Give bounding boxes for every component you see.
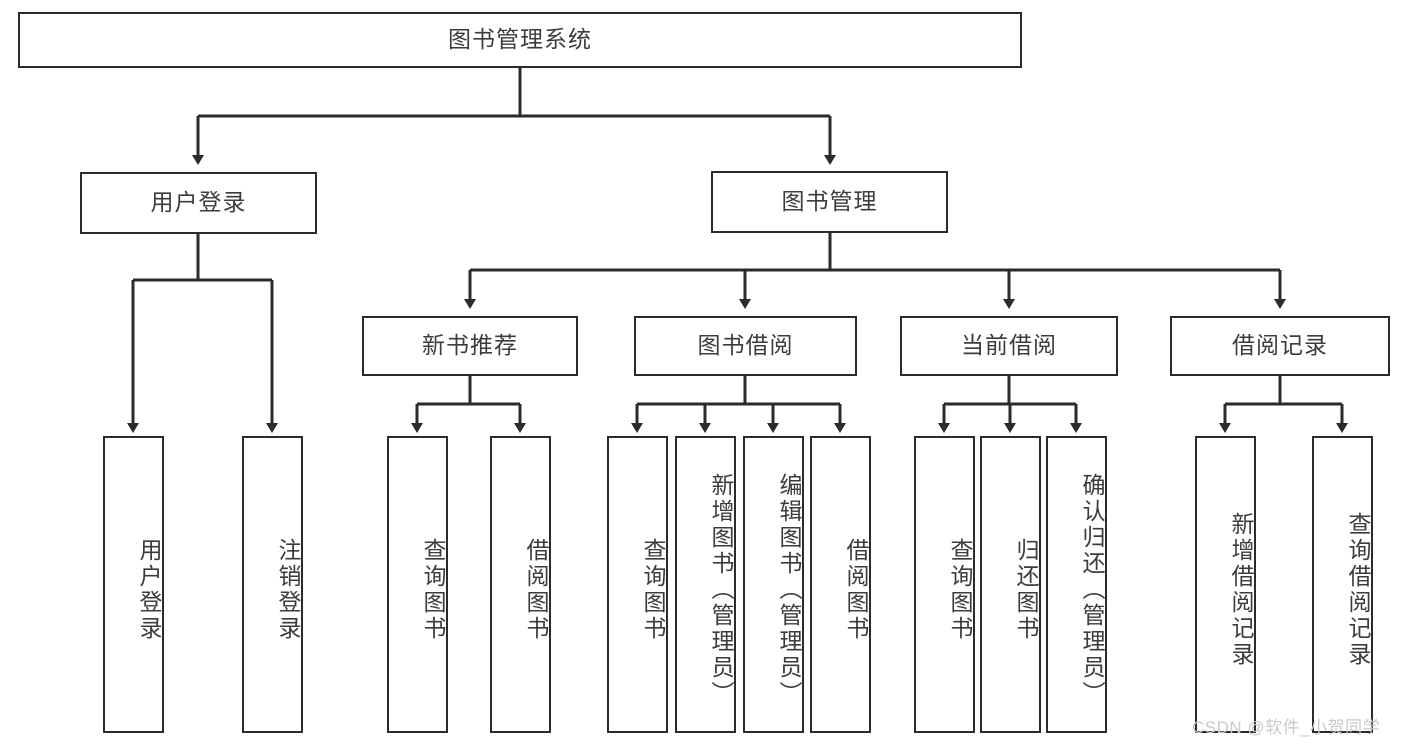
leaf-new-book-query-book[interactable]: 查询图书 [387, 436, 448, 733]
node-current-borrow[interactable]: 当前借阅 [900, 316, 1118, 376]
node-label: 查询图书 [947, 537, 973, 642]
node-label: 借阅图书 [843, 537, 869, 642]
node-label: 归还图书 [1013, 537, 1039, 642]
node-label: 用户登录 [150, 189, 247, 216]
leaf-current-borrow-query-book[interactable]: 查询图书 [914, 436, 975, 733]
node-root-book-management-system[interactable]: 图书管理系统 [18, 12, 1022, 68]
node-label: 图书管理 [781, 188, 878, 215]
node-label: 当前借阅 [961, 332, 1057, 359]
node-label: 借阅记录 [1232, 332, 1328, 359]
node-borrow-record[interactable]: 借阅记录 [1170, 316, 1390, 376]
node-label: 注销登录 [275, 537, 301, 642]
node-label: 新增图书（管理员） [708, 472, 734, 707]
node-book-borrow[interactable]: 图书借阅 [634, 316, 857, 376]
leaf-book-borrow-add-book-admin[interactable]: 新增图书（管理员） [675, 436, 736, 733]
node-label: 编辑图书（管理员） [776, 472, 802, 707]
leaf-user-login-logout[interactable]: 注销登录 [242, 436, 303, 733]
node-label: 查询图书 [420, 537, 446, 642]
leaf-borrow-record-query-record[interactable]: 查询借阅记录 [1312, 436, 1373, 733]
node-label: 借阅图书 [523, 537, 549, 642]
leaf-book-borrow-borrow-book[interactable]: 借阅图书 [810, 436, 871, 733]
node-new-book-recommend[interactable]: 新书推荐 [362, 316, 578, 376]
node-label: 查询借阅记录 [1345, 511, 1371, 668]
node-label: 图书管理系统 [448, 26, 592, 53]
node-label: 用户登录 [136, 537, 162, 642]
node-label: 图书借阅 [697, 332, 794, 359]
node-user-login[interactable]: 用户登录 [80, 172, 317, 234]
node-label: 新增借阅记录 [1228, 511, 1254, 668]
leaf-borrow-record-add-record[interactable]: 新增借阅记录 [1195, 436, 1256, 733]
leaf-current-borrow-return-book[interactable]: 归还图书 [980, 436, 1041, 733]
node-label: 查询图书 [640, 537, 666, 642]
node-book-management[interactable]: 图书管理 [711, 171, 948, 233]
leaf-book-borrow-query-book[interactable]: 查询图书 [607, 436, 668, 733]
leaf-current-borrow-confirm-return-admin[interactable]: 确认归还（管理员） [1046, 436, 1107, 733]
leaf-book-borrow-edit-book-admin[interactable]: 编辑图书（管理员） [743, 436, 804, 733]
node-label: 新书推荐 [422, 332, 518, 359]
leaf-new-book-borrow-book[interactable]: 借阅图书 [490, 436, 551, 733]
leaf-user-login-login[interactable]: 用户登录 [103, 436, 164, 733]
node-label: 确认归还（管理员） [1079, 472, 1105, 707]
